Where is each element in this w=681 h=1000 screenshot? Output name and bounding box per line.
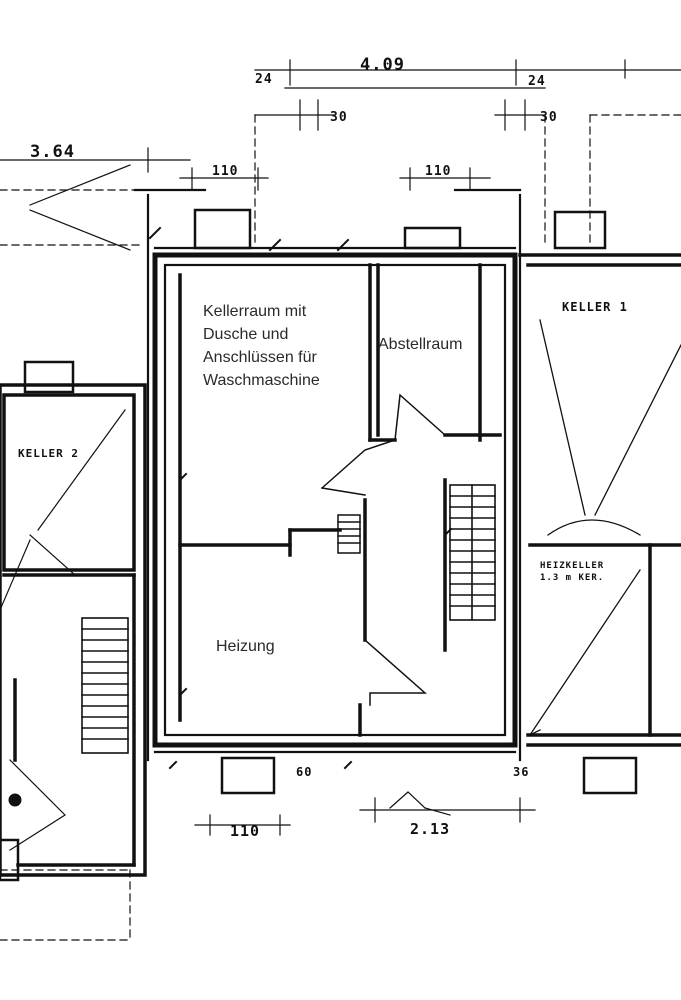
windows [0,208,638,882]
room-label-heizung: Heizung [216,638,275,655]
dimension-lines [0,59,681,191]
dimension-213: 2.13 [410,820,451,838]
staircase-main [449,484,496,621]
dimension-364: 3.64 [30,142,75,162]
dimension-24-right: 24 [528,74,546,89]
dimension-409: 4.09 [360,55,405,75]
circulation-arrow [320,393,447,706]
dimension-110-bottom: 110 [230,822,261,840]
label-keller-2: KELLER 2 [18,447,79,460]
dimension-30-right: 30 [540,110,558,125]
dimension-60: 60 [296,765,313,779]
dimension-36: 36 [513,765,530,779]
room-label-kellerraum: Kellerraum mit Dusche und Anschlüssen fü… [203,303,320,389]
dimension-110-top-left: 110 [212,164,239,179]
dimension-110-top-right: 110 [425,164,452,179]
left-unit-walls [0,383,147,877]
room-label-abstellraum: Abstellraum [378,336,463,353]
dimension-30-left: 30 [330,110,348,125]
label-keller-1: KELLER 1 [562,300,628,314]
right-unit-walls [518,253,681,747]
main-walls [152,252,518,748]
interior-walls [178,263,502,737]
staircase-left [81,617,129,754]
dimension-24-left: 24 [255,72,273,87]
label-heizkeller: HEIZKELLER 1.3 m KER. [540,561,605,583]
